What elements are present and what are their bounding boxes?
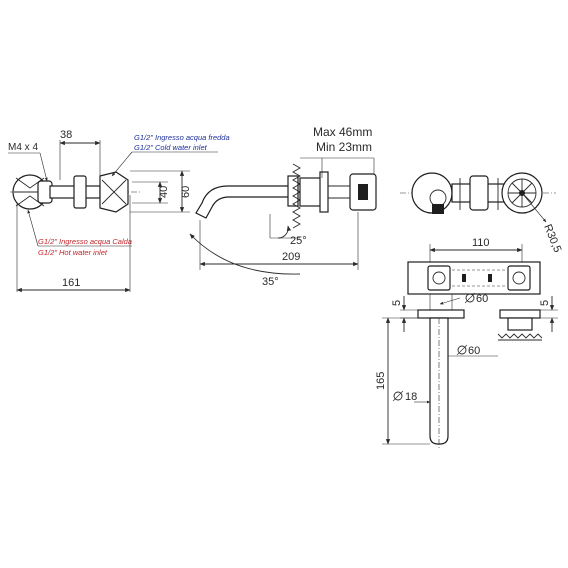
dim-209: 209 xyxy=(282,251,300,263)
dim-60: 60 xyxy=(180,186,192,198)
side-view: Max 46mm Min 23mm 25° 209 35° xyxy=(189,125,377,288)
side-wall-plate xyxy=(319,171,329,213)
dim-40: 40 xyxy=(158,186,170,198)
dim-5-right: 5 xyxy=(539,300,551,306)
max-depth: Max 46mm xyxy=(313,125,372,139)
angle-25: 25° xyxy=(290,235,307,247)
hot-inlet-en: G1/2" Hot water inlet xyxy=(38,248,108,257)
top-view: R30,5 xyxy=(400,172,563,255)
dim-5-left: 5 xyxy=(391,300,403,306)
front-center-fitting xyxy=(73,175,87,209)
angle-35: 35° xyxy=(262,276,279,288)
side-rosette-thread xyxy=(292,163,301,229)
dim-110: 110 xyxy=(472,237,490,249)
section-right-stem xyxy=(507,317,533,331)
right-cross-handle xyxy=(99,171,129,213)
cold-inlet-it: G1/2" Ingresso acqua fredda xyxy=(134,133,230,142)
radius-label: R30,5 xyxy=(541,223,563,255)
side-spout xyxy=(195,185,291,219)
section-wall-plate xyxy=(417,309,465,319)
front-view: 38 M4 x 4 40 60 161 G1/2" Ingresso acqua… xyxy=(8,129,230,293)
left-cross-handle xyxy=(12,174,53,210)
section-right-knurl xyxy=(497,333,543,339)
diameter-60-lower: 60 xyxy=(468,345,480,357)
diameter-60-upper: 60 xyxy=(476,293,488,305)
thread-label: M4 x 4 xyxy=(8,142,38,153)
dim-165: 165 xyxy=(375,372,387,390)
section-right-plate xyxy=(499,309,541,319)
section-view: 110 5 5 xyxy=(375,237,558,448)
side-wall-body xyxy=(299,177,323,207)
cold-inlet-en: G1/2" Cold water inlet xyxy=(134,143,208,152)
dim-161: 161 xyxy=(62,277,80,289)
diameter-18: 18 xyxy=(405,391,417,403)
min-depth: Min 23mm xyxy=(316,140,372,154)
hot-inlet-it: G1/2" Ingresso acqua Calda xyxy=(38,237,132,246)
dim-38: 38 xyxy=(60,129,72,141)
